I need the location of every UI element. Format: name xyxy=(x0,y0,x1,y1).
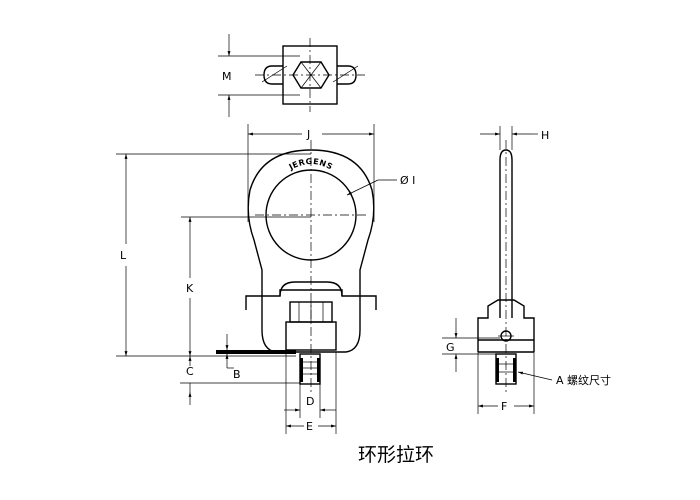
top-view: M xyxy=(218,34,365,117)
label-H: H xyxy=(541,129,549,142)
label-J: J xyxy=(306,128,310,141)
front-view: JERGENS J Ø I L K C B xyxy=(116,124,415,434)
side-view: H G A 螺纹尺寸 F xyxy=(442,126,611,414)
label-D: D xyxy=(306,395,314,408)
label-M: M xyxy=(222,70,232,83)
label-F: F xyxy=(501,400,507,413)
label-E: E xyxy=(306,420,313,433)
label-B: B xyxy=(233,368,241,381)
label-K: K xyxy=(186,282,194,295)
label-L: L xyxy=(120,249,127,262)
label-I: Ø I xyxy=(400,174,415,187)
label-A: A 螺纹尺寸 xyxy=(556,373,611,387)
label-G: G xyxy=(446,341,455,354)
drawing-caption: 环形拉环 xyxy=(358,444,434,466)
label-C: C xyxy=(186,365,194,378)
